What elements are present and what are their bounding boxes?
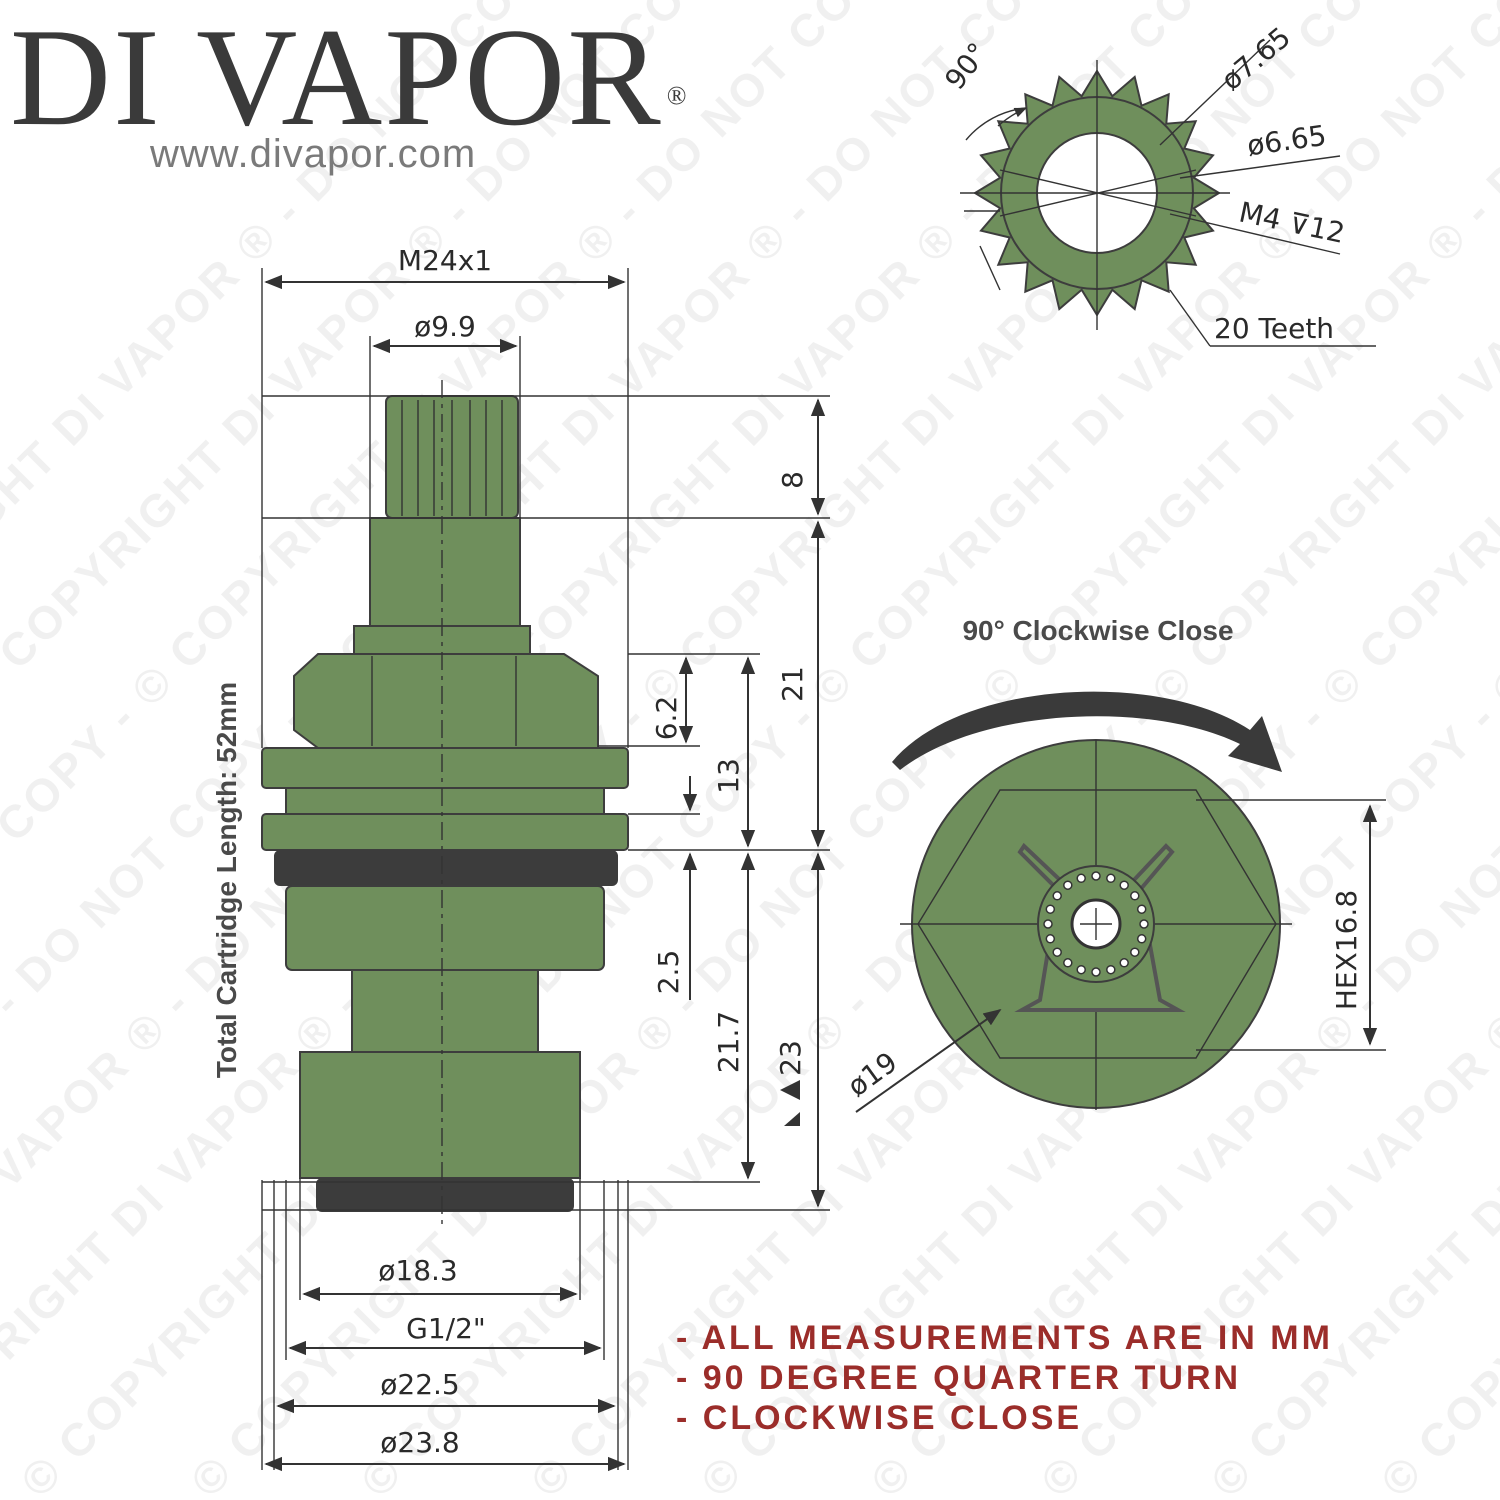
spline-height-label: 8 bbox=[776, 471, 809, 489]
spline-dot bbox=[1139, 919, 1149, 929]
clockwise-arrow bbox=[892, 691, 1282, 772]
spline-dot bbox=[1076, 873, 1086, 884]
brand-logo: DI VAPOR® bbox=[10, 8, 686, 148]
spline-dot bbox=[1045, 904, 1056, 914]
hex-height-label: 6.2 bbox=[650, 696, 683, 741]
lower-height-label: 21.7 bbox=[712, 1011, 745, 1073]
note-item: - 90 DEGREE QUARTER TURN bbox=[676, 1359, 1242, 1397]
spline-dot bbox=[1119, 880, 1129, 890]
registered-mark: ® bbox=[666, 81, 689, 110]
bottom-seal bbox=[316, 1178, 574, 1212]
dia-22-label: ø22.5 bbox=[380, 1368, 459, 1401]
dia-23-label: ø23.8 bbox=[380, 1426, 459, 1459]
g-thread-label: G1/2" bbox=[406, 1312, 486, 1345]
cartridge-side-view: M24x1 ø9.9 8 21 6.2 13 2.5 21.7 23 ø18.3… bbox=[211, 244, 830, 1472]
thread-section bbox=[274, 850, 618, 886]
flange-ring-1 bbox=[261, 747, 629, 789]
spline-dot bbox=[1130, 891, 1140, 901]
note-item: - ALL MEASUREMENTS ARE IN MM bbox=[676, 1319, 1333, 1357]
total-length-label: Total Cartridge Length: 52mm bbox=[211, 682, 242, 1078]
brand-name: DI VAPOR bbox=[10, 0, 663, 155]
spline-dot bbox=[1136, 934, 1147, 944]
upper-height-label: 13 bbox=[712, 758, 745, 794]
rotation-label: 90° Clockwise Close bbox=[962, 615, 1233, 646]
spline-dot bbox=[1136, 904, 1147, 914]
lower-neck bbox=[351, 969, 539, 1053]
stem-upper bbox=[369, 517, 521, 629]
spline-dot bbox=[1106, 964, 1116, 975]
spline-dot bbox=[1091, 871, 1101, 881]
spline-dot bbox=[1119, 958, 1129, 968]
thread-dim-label: M24x1 bbox=[398, 244, 492, 277]
body-height-label: 21 bbox=[776, 666, 809, 702]
spline-dot bbox=[1063, 958, 1073, 968]
spline-grooves bbox=[401, 400, 503, 516]
cartridge-bottom-view: 90° Clockwise Close HEX16.8 ø19 bbox=[841, 615, 1386, 1113]
dia-19-label: ø19 bbox=[841, 1045, 903, 1103]
spline-dot bbox=[1045, 934, 1056, 944]
spline-dot bbox=[1063, 880, 1073, 890]
spline-dot bbox=[1052, 891, 1062, 901]
dia-18-label: ø18.3 bbox=[378, 1254, 457, 1287]
flange-ring-2 bbox=[285, 787, 605, 815]
ring-height-label: 2.5 bbox=[652, 950, 685, 995]
lower-body bbox=[285, 885, 605, 971]
spline-dot bbox=[1076, 964, 1086, 975]
bottom-height-label: 23 bbox=[774, 1040, 807, 1076]
spline-dot bbox=[1130, 947, 1140, 957]
hex-label: HEX16.8 bbox=[1330, 890, 1363, 1010]
teeth-label: 20 Teeth bbox=[1214, 312, 1334, 345]
spline-dot bbox=[1091, 967, 1101, 977]
spline-dot bbox=[1052, 947, 1062, 957]
note-item: - CLOCKWISE CLOSE bbox=[676, 1399, 1083, 1437]
spline-ring-dots bbox=[1043, 871, 1149, 977]
flange-ring-3 bbox=[261, 813, 629, 851]
notes-list: - ALL MEASUREMENTS ARE IN MM - 90 DEGREE… bbox=[676, 1318, 1333, 1438]
spline-dia-label: ø9.9 bbox=[414, 310, 476, 343]
hex-nut bbox=[293, 653, 599, 749]
bottom-body bbox=[299, 1051, 581, 1179]
spline-dot bbox=[1106, 873, 1116, 884]
spline-dot bbox=[1043, 919, 1053, 929]
brand-url[interactable]: www.divapor.com bbox=[150, 132, 477, 176]
